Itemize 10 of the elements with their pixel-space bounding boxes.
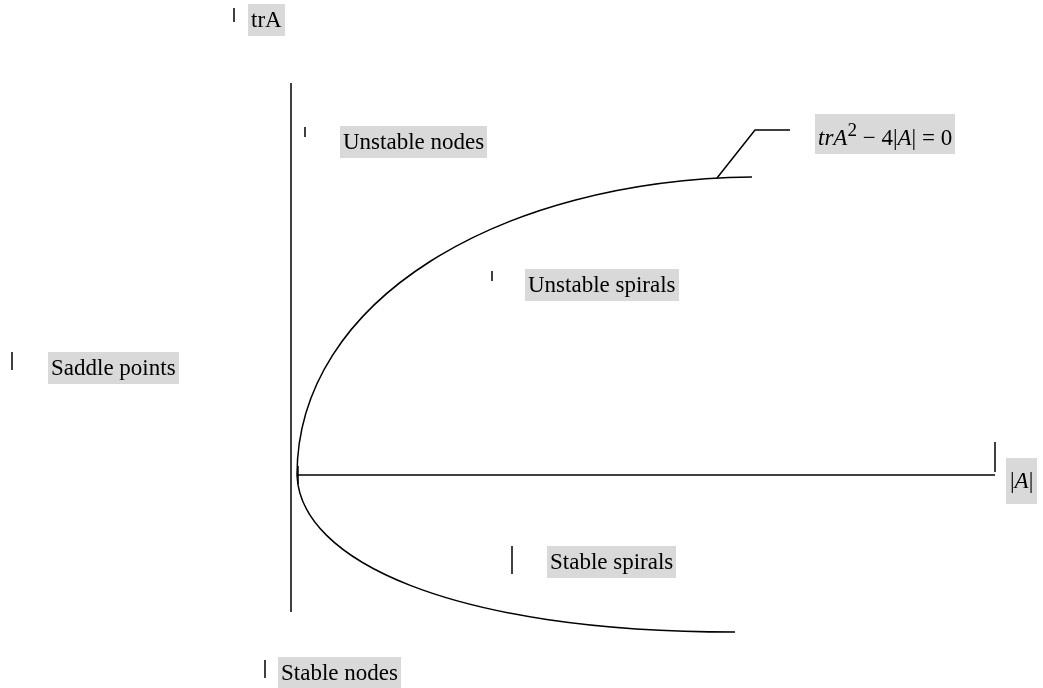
region-label: Saddle points [48,352,179,384]
axis-label: |A| [1006,458,1038,504]
region-label: Stable spirals [547,546,677,578]
region-label: Unstable spirals [525,269,679,301]
axis-label: trA [248,4,285,36]
equation-label: trA$^{2}$ − 4|A| = 0 [815,114,956,154]
region-label: Unstable nodes [340,126,488,158]
parabola-curve [296,176,753,633]
leader-line [716,129,791,179]
region-label: Stable nodes [278,657,401,688]
